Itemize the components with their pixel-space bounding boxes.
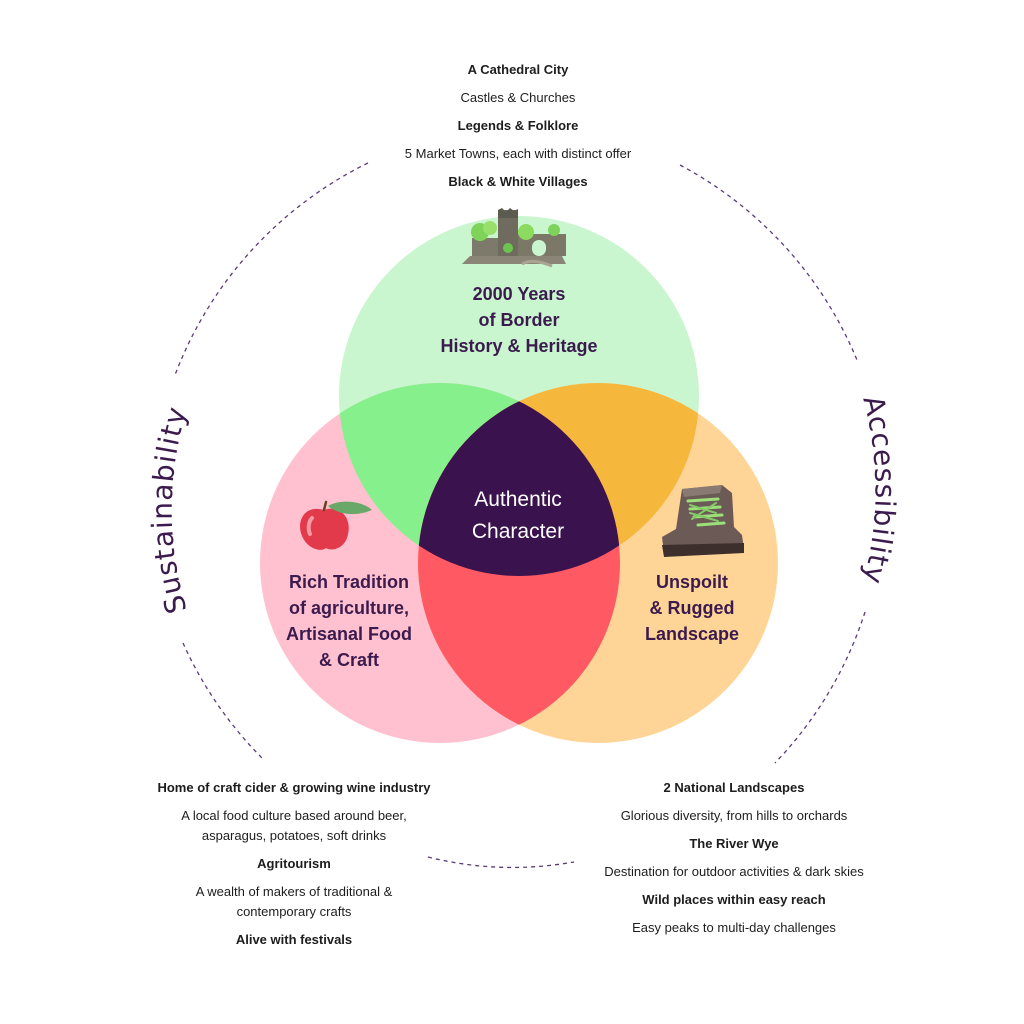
label-line: History & Heritage: [440, 336, 598, 356]
apple-icon: [300, 500, 372, 550]
feature-item: 2 National Landscapes: [663, 780, 805, 795]
feature-item: A local food culture based around beer, …: [181, 808, 407, 843]
hiking-boot-icon: [662, 485, 744, 557]
label-line: Rich Tradition: [288, 572, 409, 592]
feature-item: Legends & Folklore: [457, 118, 579, 133]
label-line: & Craft: [318, 650, 379, 670]
feature-item: Easy peaks to multi-day challenges: [632, 920, 836, 935]
arc-bottom: [427, 856, 575, 869]
tradition-feature-list: Home of craft cider & growing wine indus…: [144, 774, 444, 954]
feature-item: 5 Market Towns, each with distinct offer: [404, 146, 632, 161]
feature-item: Destination for outdoor activities & dar…: [604, 864, 864, 879]
label-line: 2000 Years: [472, 284, 566, 304]
label-line: & Rugged: [649, 598, 735, 618]
castle-ruin-icon: [462, 208, 566, 268]
feature-item: The River Wye: [689, 836, 779, 851]
label-line: Artisanal Food: [285, 624, 412, 644]
feature-item: Black & White Villages: [448, 174, 588, 189]
label-line: Unspoilt: [656, 572, 728, 592]
feature-item: Alive with festivals: [235, 932, 353, 947]
tradition-circle-label: Rich Tradition of agriculture, Artisanal F…: [249, 569, 449, 673]
feature-item: Castles & Churches: [460, 90, 576, 105]
label-line: Character: [471, 520, 565, 543]
feature-item: Glorious diversity, from hills to orchar…: [620, 808, 848, 823]
feature-item: A Cathedral City: [467, 62, 569, 77]
arc-top-right: [679, 164, 858, 361]
label-line: Authentic: [474, 488, 562, 511]
label-line: Landscape: [644, 624, 740, 644]
feature-item: Agritourism: [257, 856, 331, 871]
label-line: of Border: [478, 310, 560, 330]
feature-item: Wild places within easy reach: [642, 892, 826, 907]
label-line: of agriculture,: [288, 598, 409, 618]
arc-lower-right: [774, 611, 866, 764]
feature-item: A wealth of makers of traditional & cont…: [195, 884, 393, 919]
dashed-outer-arcs: [174, 162, 866, 869]
arc-top-left: [174, 162, 369, 376]
feature-item: Home of craft cider & growing wine indus…: [157, 780, 431, 795]
